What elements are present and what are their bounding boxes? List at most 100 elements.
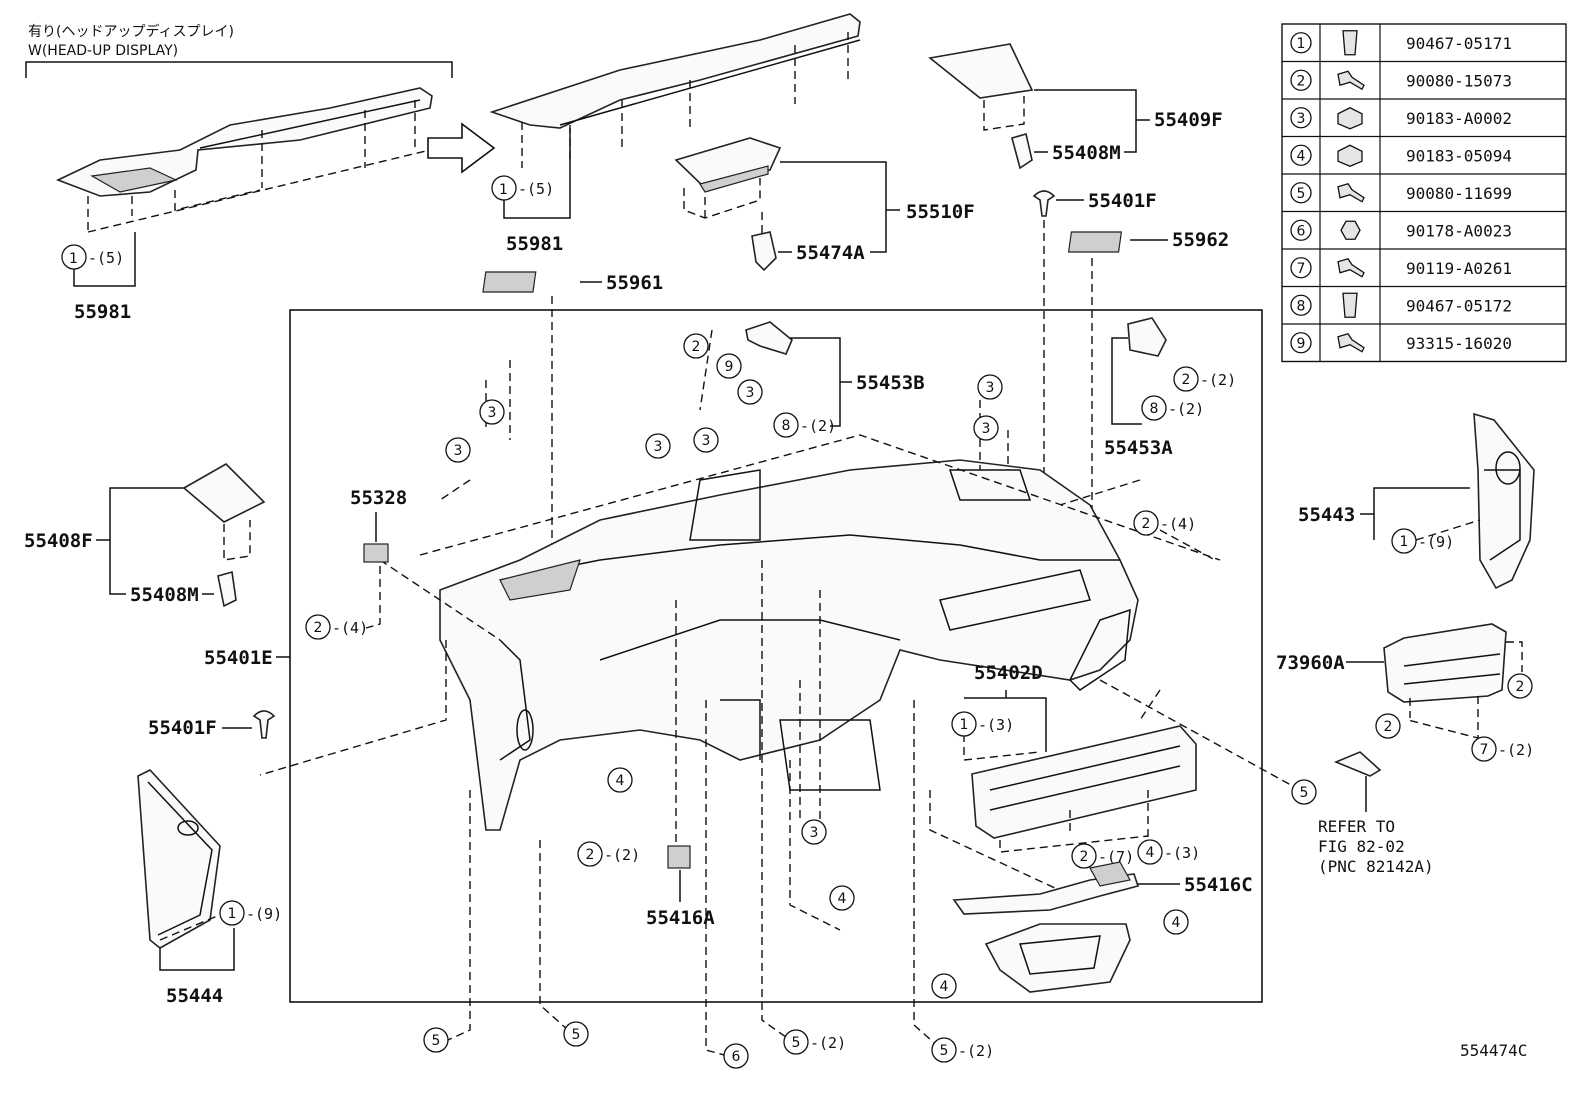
part-55402D-glove-box[interactable] [971,725,1197,839]
label-55401F[interactable]: 55401F [1088,190,1157,212]
part-55453B-bracket[interactable] [745,321,793,355]
part-73960A-airbag[interactable] [1383,623,1507,703]
part-55962-vent[interactable] [1067,231,1123,253]
fastener-ref-1: 1 [61,244,87,270]
part-55981-panel[interactable] [489,13,861,129]
fastener-ref-3[interactable]: 3 [445,437,471,463]
fastener-ref-2[interactable]: 2-(7) [1071,843,1134,869]
fastener-ref-4[interactable]: 4 [607,767,633,793]
label-55409F[interactable]: 55409F [1154,109,1223,131]
fastener-ref-5[interactable]: 5-(2) [783,1029,846,1055]
label-55408M[interactable]: 55408M [130,584,199,606]
part-number: 90178-A0023 [1406,221,1512,240]
fastener-ref-2[interactable]: 2 -(4) [1133,510,1196,536]
fastener-ref-3[interactable]: 3 [693,427,719,453]
fastener-ref-3[interactable]: 3 [645,433,671,459]
fastener-ref-7[interactable]: 7-(2) [1471,736,1534,762]
label-55453B[interactable]: 55453B [856,372,925,394]
qty-label: -(9) [246,905,282,923]
fastener-ref-3[interactable]: 3 [973,415,999,441]
fastener-ref-5[interactable]: 5-(2) [931,1037,994,1063]
qty-label: -(3) [1164,844,1200,862]
part-55474A-clip[interactable] [751,231,777,272]
part-55401F-pin[interactable] [1032,190,1056,217]
svg-text:2: 2 [586,847,595,863]
fastener-ref-3[interactable]: 3 [737,379,763,405]
part-55408M-clip[interactable] [217,570,237,608]
svg-text:3: 3 [702,433,711,449]
label-55444[interactable]: 55444 [166,985,223,1007]
fastener-ref-3[interactable]: 3 [801,819,827,845]
fastener-ref-2[interactable]: 2-(4) [305,614,368,640]
part-55510F-lid[interactable] [674,137,782,193]
part-lower-tray[interactable] [984,923,1131,993]
label-55401F[interactable]: 55401F [148,717,217,739]
label-55443[interactable]: 55443 [1298,504,1355,526]
part-55401E-instrument-panel[interactable] [439,459,1139,831]
label-55328[interactable]: 55328 [350,487,407,509]
label-55416C[interactable]: 55416C [1184,874,1253,896]
label-55453A[interactable]: 55453A [1104,437,1173,459]
label-55416A[interactable]: 55416A [646,907,715,929]
fastener-ref-5[interactable]: 5 [563,1021,589,1047]
fastener-ref-8[interactable]: 8-(2) [1141,395,1204,421]
svg-text:5: 5 [432,1033,441,1049]
label-73960A[interactable]: 73960A [1276,652,1345,674]
fastener-ref-4[interactable]: 4 [931,973,957,999]
fastener-ref-4[interactable]: 4-(3) [1137,839,1200,865]
label-55408F[interactable]: 55408F [24,530,93,552]
part-55443-side-trim[interactable] [1473,412,1535,590]
part-55328-clip[interactable] [363,543,389,563]
label-55981[interactable]: 55981 [506,233,563,255]
part-55408M-clip[interactable] [1011,132,1033,170]
row-number-circle [1290,69,1312,91]
part-55961-vent[interactable] [482,271,537,293]
fastener-ref-6[interactable]: 6 [723,1043,749,1069]
part-55453A-bracket[interactable] [1127,317,1167,357]
fastener-ref-5[interactable]: 5 [1291,779,1317,805]
fastener-ref-8[interactable]: 8-(2) [773,412,836,438]
fastener-ref-9[interactable]: 9 [716,353,742,379]
fastener-ref-2[interactable]: 2-(2) [1173,366,1236,392]
label-55981[interactable]: 55981 [74,301,131,323]
label-55474A[interactable]: 55474A [796,242,865,264]
label-55961[interactable]: 55961 [606,272,663,294]
fastener-ref-1[interactable]: 1-(9) [219,900,282,926]
fastener-ref-4[interactable]: 4 [829,885,855,911]
row-number-circle [1290,294,1312,316]
qty-label: -(4) [1160,515,1196,533]
fastener-ref-3[interactable]: 3 [479,399,505,425]
part-55409F-cover[interactable] [928,43,1034,99]
part-55981-hud-panel[interactable] [55,87,433,197]
label-55402D[interactable]: 55402D [974,662,1043,684]
part-55416A-bracket[interactable] [667,845,691,869]
fastener-ref-1[interactable]: 1-(9) [1391,528,1454,554]
svg-text:2: 2 [1142,516,1151,532]
fastener-ref-2[interactable]: 2-(2) [577,841,640,867]
row-number-circle [1290,219,1312,241]
part-55408F-cover[interactable] [182,463,266,523]
fastener-ref-2[interactable]: 2 [1507,673,1533,699]
label-55408M[interactable]: 55408M [1052,142,1121,164]
label-55401E[interactable]: 55401E [204,647,273,669]
label-55962[interactable]: 55962 [1172,229,1229,251]
fastener-ref-2[interactable]: 2 [683,333,709,359]
part-55416C-rail[interactable] [952,861,1140,915]
fastener-ref-3[interactable]: 3 [977,374,1003,400]
fastener-ref-2[interactable]: 2 [1375,713,1401,739]
part-55401F-pin[interactable] [252,710,276,739]
fastener-ref-1[interactable]: 1-(3) [951,711,1014,737]
fastener-ref-4[interactable]: 4 [1163,909,1189,935]
part-55444-side-trim[interactable] [137,769,221,949]
fastener-ref-5[interactable]: 5 [423,1027,449,1053]
label-55510F[interactable]: 55510F [906,201,975,223]
